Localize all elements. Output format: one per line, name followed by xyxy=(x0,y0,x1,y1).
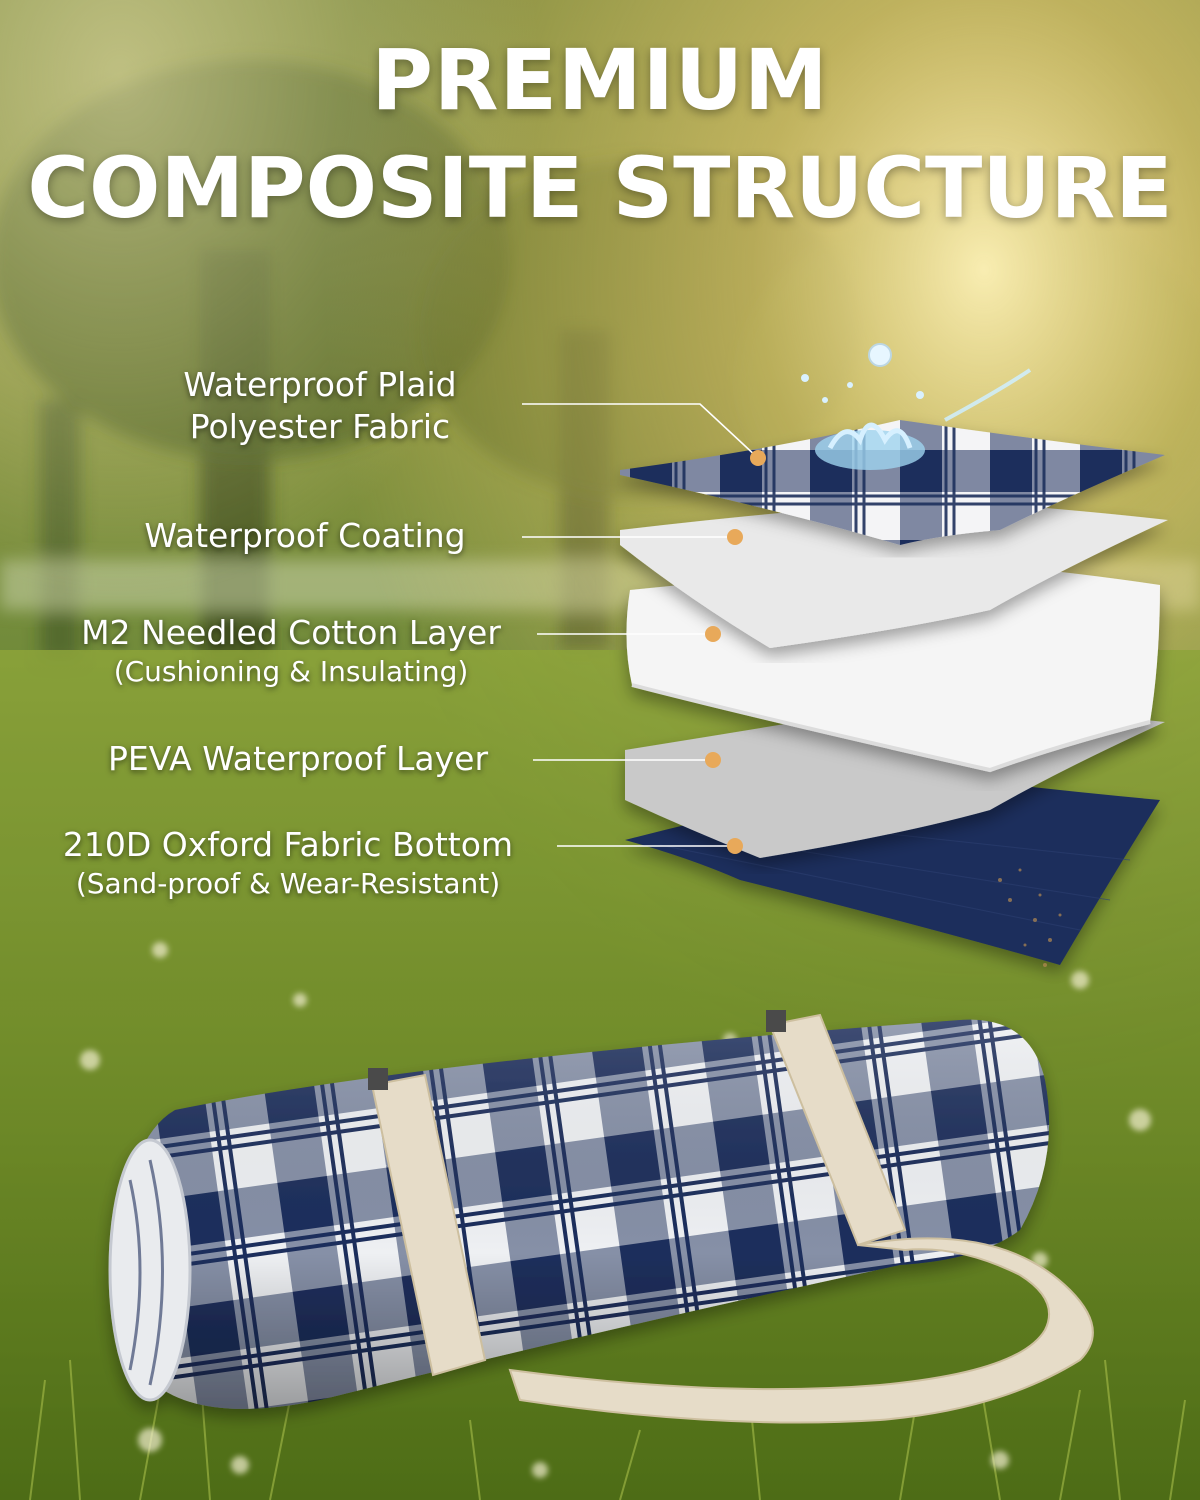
title-line-1: PREMIUM xyxy=(371,31,829,129)
label-oxford-text: 210D Oxford Fabric Bottom xyxy=(62,825,514,864)
label-plaid-fabric: Waterproof Plaid Polyester Fabric xyxy=(140,364,500,448)
dot-peva xyxy=(705,752,721,768)
water-splash xyxy=(801,343,1032,470)
layer-dots xyxy=(705,450,766,854)
label-peva-text: PEVA Waterproof Layer xyxy=(107,739,489,778)
layer-coating xyxy=(620,500,1168,648)
label-oxford: 210D Oxford Fabric Bottom (Sand-proof & … xyxy=(28,824,548,902)
dot-coating xyxy=(727,529,743,545)
leader-lines xyxy=(522,403,759,847)
label-peva: PEVA Waterproof Layer xyxy=(78,738,518,780)
title-line-2: COMPOSITE STRUCTURE xyxy=(27,139,1173,237)
label-cotton: M2 Needled Cotton Layer (Cushioning & In… xyxy=(56,612,526,690)
label-oxford-note: (Sand-proof & Wear-Resistant) xyxy=(75,867,501,900)
dot-cotton xyxy=(705,626,721,642)
label-coating-text: Waterproof Coating xyxy=(144,516,466,555)
label-coating: Waterproof Coating xyxy=(110,515,500,557)
dot-oxford xyxy=(727,838,743,854)
carry-strap xyxy=(368,1010,1094,1424)
label-cotton-note: (Cushioning & Insulating) xyxy=(113,655,469,688)
label-plaid-line2: Polyester Fabric xyxy=(189,407,451,446)
label-cotton-text: M2 Needled Cotton Layer xyxy=(81,613,501,652)
sand-particles xyxy=(998,868,1062,967)
dot-plaid xyxy=(750,450,766,466)
label-plaid-line1: Waterproof Plaid xyxy=(183,365,457,404)
